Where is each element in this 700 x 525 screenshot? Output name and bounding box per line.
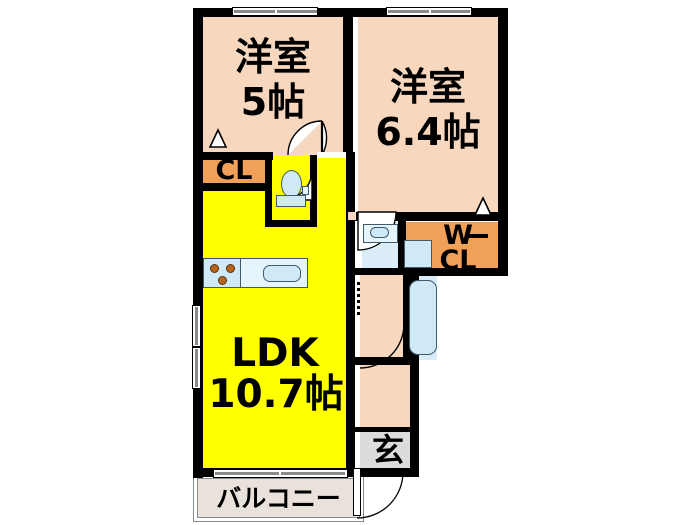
washing-machine-space: [404, 240, 432, 268]
wall-ldk-right: [346, 152, 355, 477]
wall-bathroom-right: [403, 268, 411, 364]
label-genkan: 玄: [371, 431, 404, 469]
wall-genkan-top: [355, 427, 415, 432]
wall-outer-left: [193, 8, 203, 478]
room-fill-bedroom-left: [203, 14, 343, 162]
room-fill-balcony: [197, 478, 360, 518]
stove-burner-3: [218, 276, 227, 285]
doorway-gap-bedroom-right: [348, 212, 356, 220]
label-walk-in-closet-line1: W: [443, 220, 473, 251]
room-fill-ldk-notch: [314, 155, 346, 225]
wall-right-hall: [410, 268, 419, 475]
washbasin-bowl: [370, 227, 389, 238]
label-bedroom-left-name: 洋室: [234, 35, 311, 79]
stove-burner-1: [210, 264, 219, 273]
corner-mark-bedroom-right: [473, 196, 493, 216]
room-fill-ldk: [203, 185, 346, 475]
sliding-door-marks-washroom: [357, 282, 360, 318]
label-ldk-name: LDK: [231, 331, 319, 376]
wall-toilet-right: [310, 155, 317, 225]
window-balcony-slider-sash-a: [215, 472, 279, 475]
window-genkan-side: [353, 468, 361, 516]
wall-closet-bottom: [193, 183, 268, 191]
label-bedroom-right-size: 6.4帖: [375, 110, 481, 154]
room-fill-bedroom-right: [358, 14, 498, 219]
window-balcony-slider-sash-b: [281, 472, 345, 475]
stove-burner-2: [226, 264, 235, 273]
wall-outer-right: [498, 8, 508, 276]
window-bedroom-right: [386, 7, 472, 16]
walk-in-closet-dash: [468, 234, 488, 238]
wall-washroom-right: [398, 221, 406, 273]
room-fill-closet: [203, 155, 265, 185]
window-bedroom-right-sash2: [431, 10, 470, 13]
window-bedroom-left-sash: [234, 10, 275, 13]
wall-bottom-genkan: [355, 468, 419, 477]
window-bedroom-left: [232, 7, 318, 16]
window-bedroom-left-sash2: [277, 10, 317, 13]
label-bedroom-left-size: 5帖: [240, 80, 306, 124]
window-bedroom-right-sash: [388, 10, 429, 13]
label-balcony: バルコニー: [216, 484, 341, 513]
kitchen-sink: [263, 265, 301, 282]
window-ldk-left-upper-sash: [195, 307, 198, 345]
toilet-seat: [281, 170, 302, 198]
toilet-paper-holder: [302, 186, 309, 195]
window-balcony-slider: [213, 469, 348, 478]
wall-bedroom-left-bottom: [193, 152, 273, 160]
door-arc-bedroom-left-fill: [287, 120, 323, 156]
label-ldk-size: 10.7帖: [208, 372, 344, 417]
wall-between-bedrooms: [343, 8, 353, 158]
window-ldk-left-lower-sash: [195, 349, 198, 387]
wall-bedroom-right-bottom: [348, 212, 508, 221]
doorway-gap-bedroom-left: [317, 152, 346, 158]
wall-wcl-bottom: [405, 268, 508, 276]
label-walk-in-closet-line2: CL: [439, 245, 477, 276]
toilet-tank: [276, 195, 306, 207]
wall-toilet-bottom: [265, 220, 317, 227]
label-closet: CL: [215, 155, 253, 186]
door-arc-ldk-hall: [359, 323, 405, 369]
room-fill-hallway: [360, 360, 418, 432]
corner-mark-bedroom-left: [208, 128, 228, 148]
wall-washroom-bottom-divider: [355, 268, 410, 275]
wall-toilet-left: [265, 155, 272, 225]
bathtub: [409, 280, 437, 355]
door-arc-entrance: [356, 471, 404, 519]
room-fill-genkan: [360, 430, 418, 475]
label-bedroom-right-name: 洋室: [389, 65, 466, 109]
